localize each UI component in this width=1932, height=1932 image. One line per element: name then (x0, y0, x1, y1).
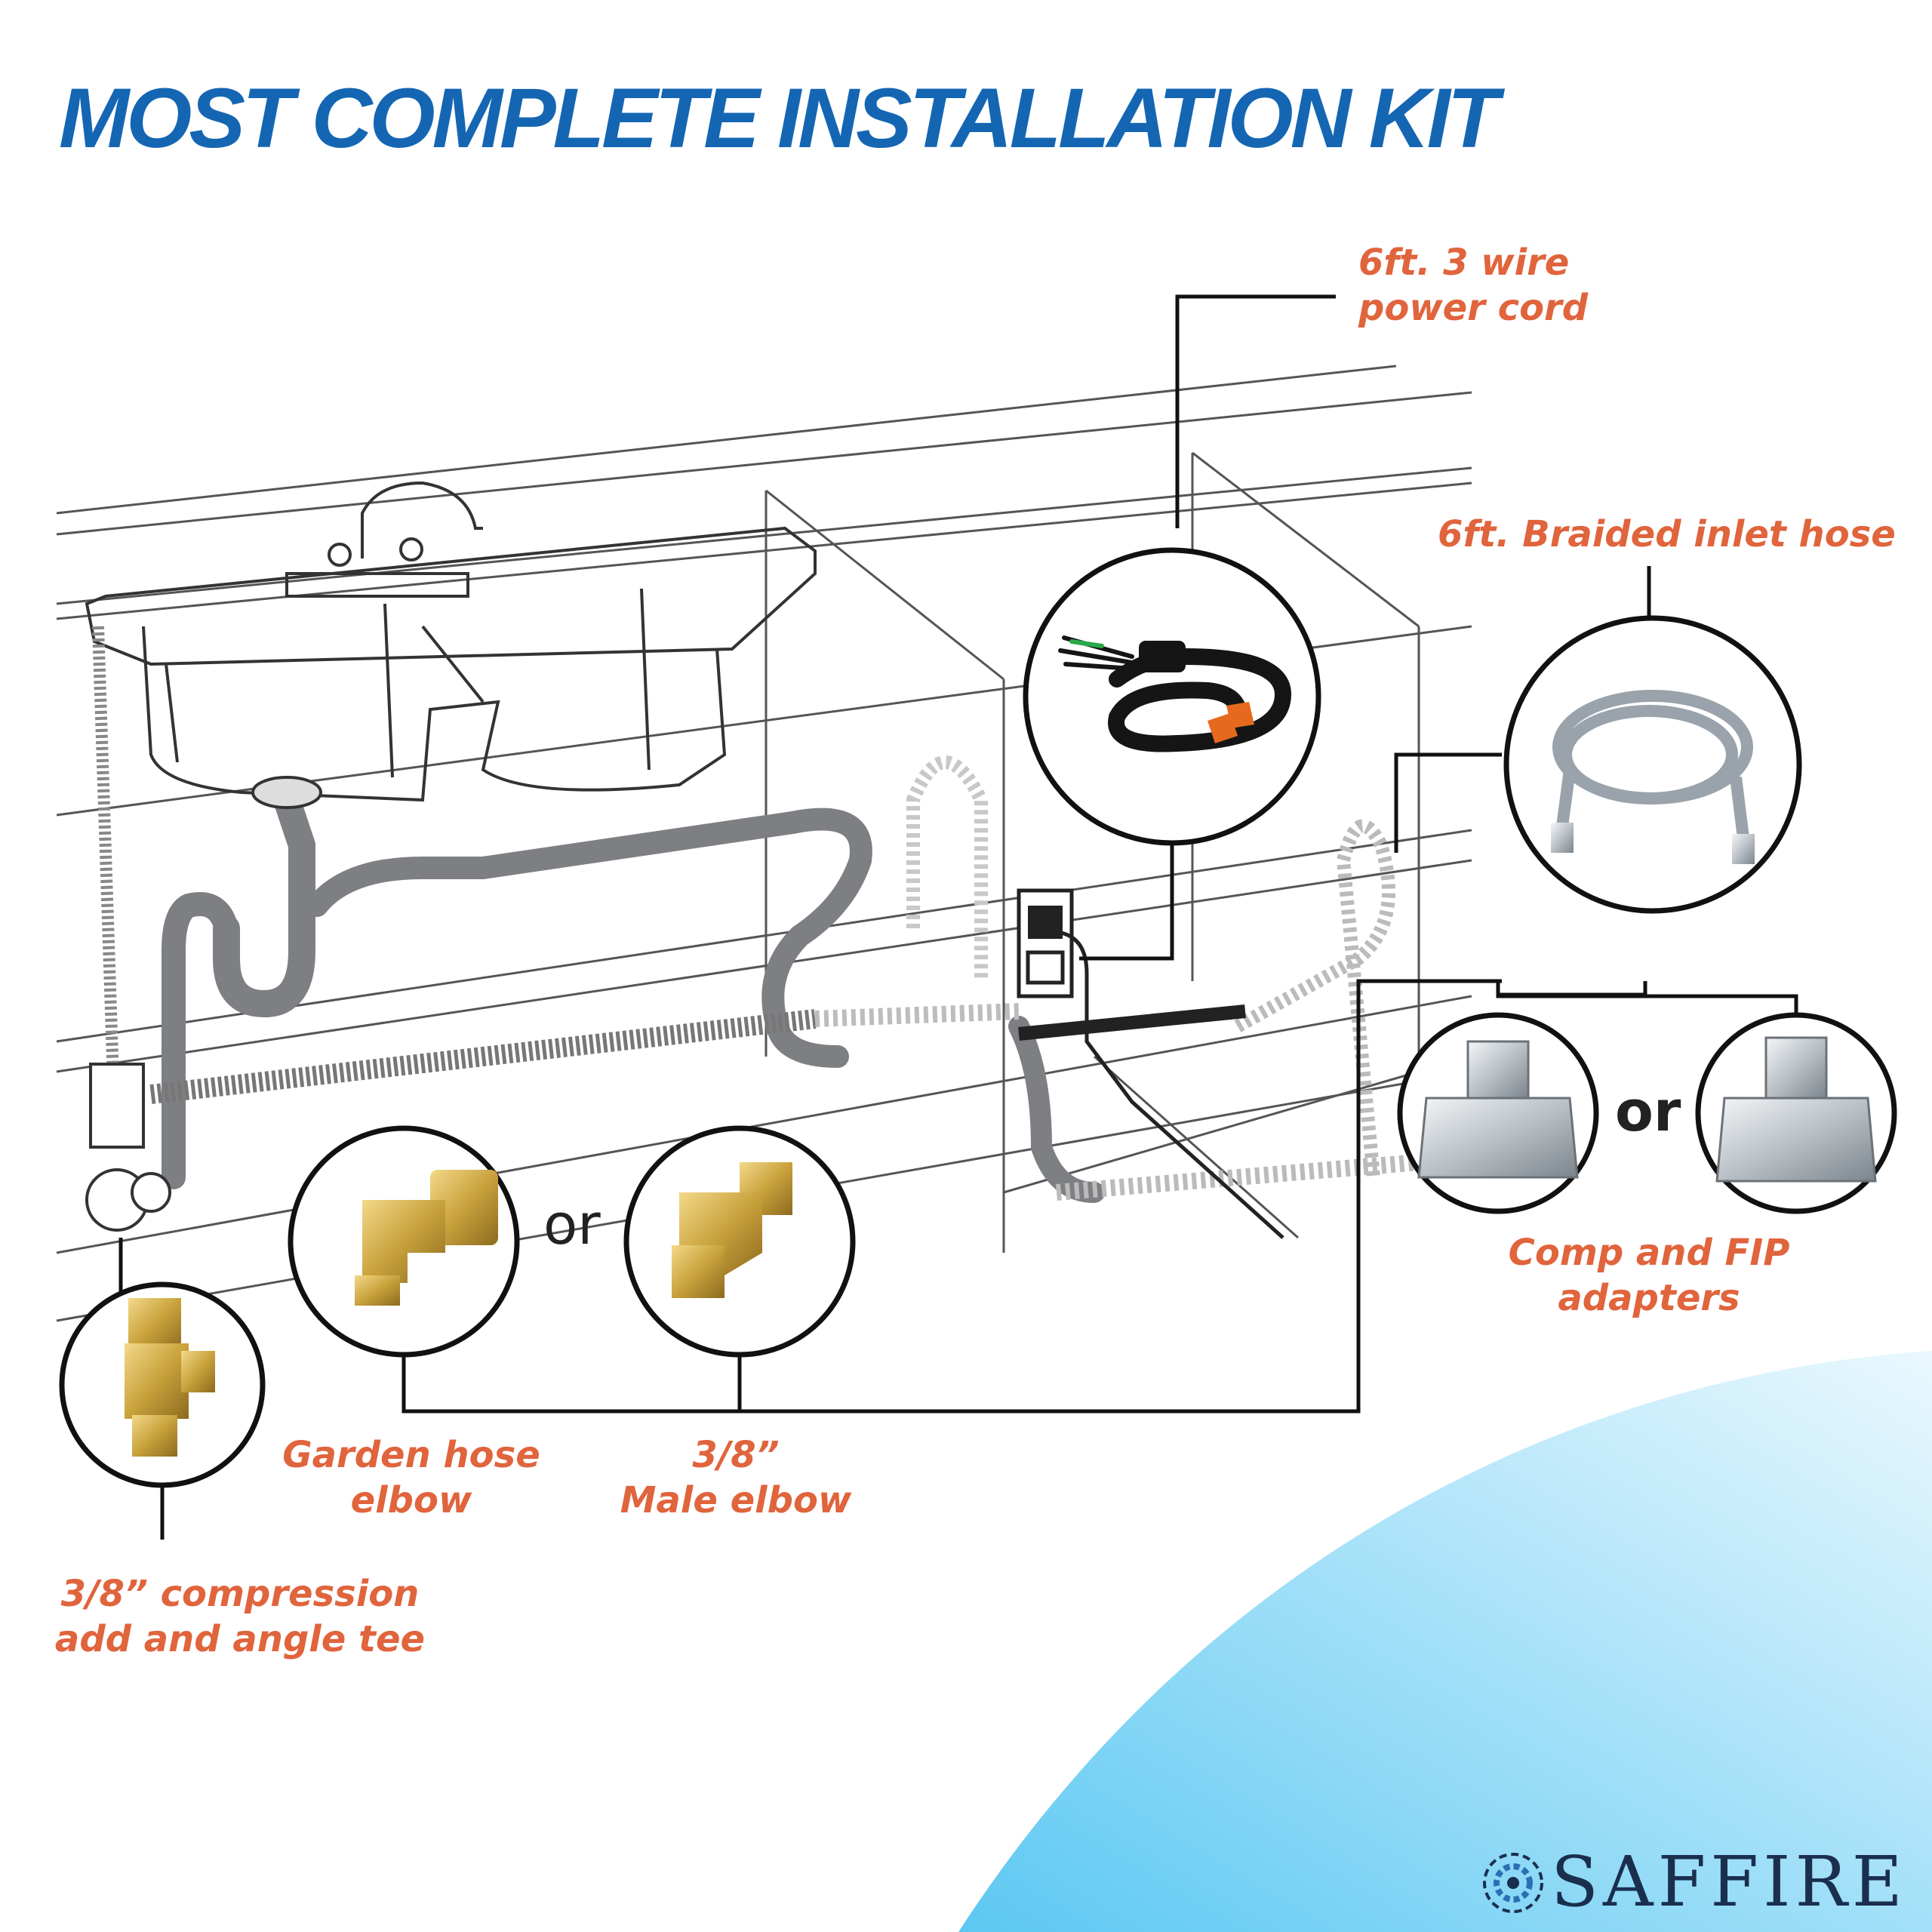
angle-tee-icon (125, 1298, 215, 1457)
inlet-hose-circle (1503, 615, 1802, 914)
background-swoosh (958, 1351, 1932, 1932)
hose-fitting-icon (1551, 823, 1574, 853)
page-title: MOST COMPLETE INSTALLATION KIT (59, 71, 1499, 165)
sink-line-art (85, 481, 817, 802)
braided-hose-icon (1552, 690, 1753, 838)
drain-strainer (251, 776, 322, 809)
male-elbow-circle (623, 1125, 856, 1358)
inlet-hose-label: 6ft. Braided inlet hose (1438, 513, 1896, 555)
power-cord-icon (1058, 635, 1292, 752)
caster-wheel (85, 1063, 171, 1232)
wire-nut-icons (1208, 702, 1254, 743)
male-elbow-label: 3/8” Male elbow (620, 1434, 852, 1521)
power-cord-circle (1023, 547, 1321, 846)
brand-name: SAFFIRE (1551, 1841, 1907, 1922)
adapters-label: Comp and FIP adapters (1508, 1232, 1790, 1319)
male-elbow-icon (672, 1162, 792, 1298)
garden-hose-elbow-circle (288, 1125, 520, 1358)
drain-plumbing (162, 786, 1105, 1203)
garden-hose-elbow-label: Garden hose elbow (282, 1434, 540, 1521)
fip-adapter-icon (1715, 1036, 1877, 1183)
garden-hose-elbow-icon (355, 1170, 498, 1306)
comp-adapter-circle (1397, 1012, 1599, 1214)
callout-leaders (118, 294, 1798, 1540)
swirl-logo-icon (1483, 1853, 1543, 1913)
angle-tee-circle (59, 1281, 266, 1488)
fip-adapter-circle (1695, 1012, 1897, 1214)
wall-outlet (1017, 888, 1284, 1239)
or-separator-adapters: or (1615, 1079, 1681, 1144)
angle-tee-label: 3/8” compression add and angle tee (54, 1573, 426, 1660)
comp-adapter-icon (1417, 1040, 1579, 1179)
supply-lines (92, 626, 1420, 1201)
power-cord-label: 6ft. 3 wire power cord (1358, 242, 1589, 329)
hose-fitting-icon (1732, 834, 1755, 864)
or-separator-elbows: or (543, 1192, 601, 1257)
